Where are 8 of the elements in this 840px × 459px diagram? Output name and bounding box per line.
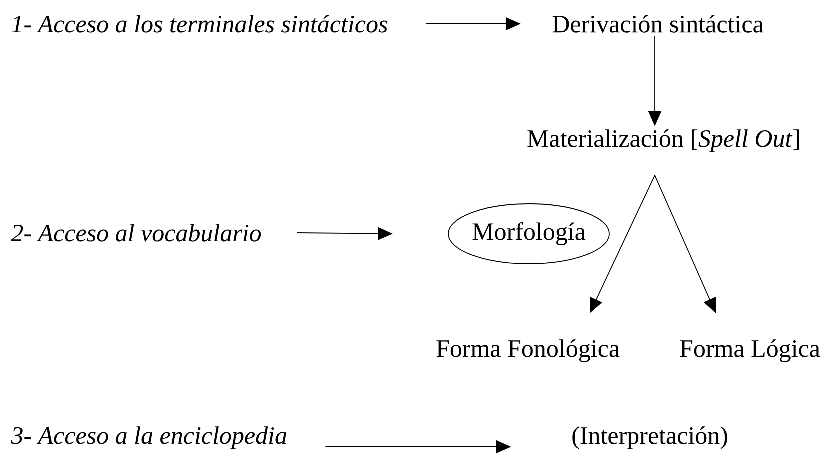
stage-label: Forma Lógica xyxy=(680,340,820,362)
stage-label: Materialización [Spell Out] xyxy=(528,130,800,152)
stage-label: Derivación sintáctica xyxy=(552,15,764,33)
step-label: 2- Acceso al vocabulario xyxy=(11,224,262,242)
stage-label: Forma Fonológica xyxy=(436,340,620,362)
stage-label: (Interpretación) xyxy=(572,426,728,450)
step-label: 3- Acceso a la enciclopedia xyxy=(11,426,287,450)
step-label: 1- Acceso a los terminales sintácticos xyxy=(12,15,388,33)
